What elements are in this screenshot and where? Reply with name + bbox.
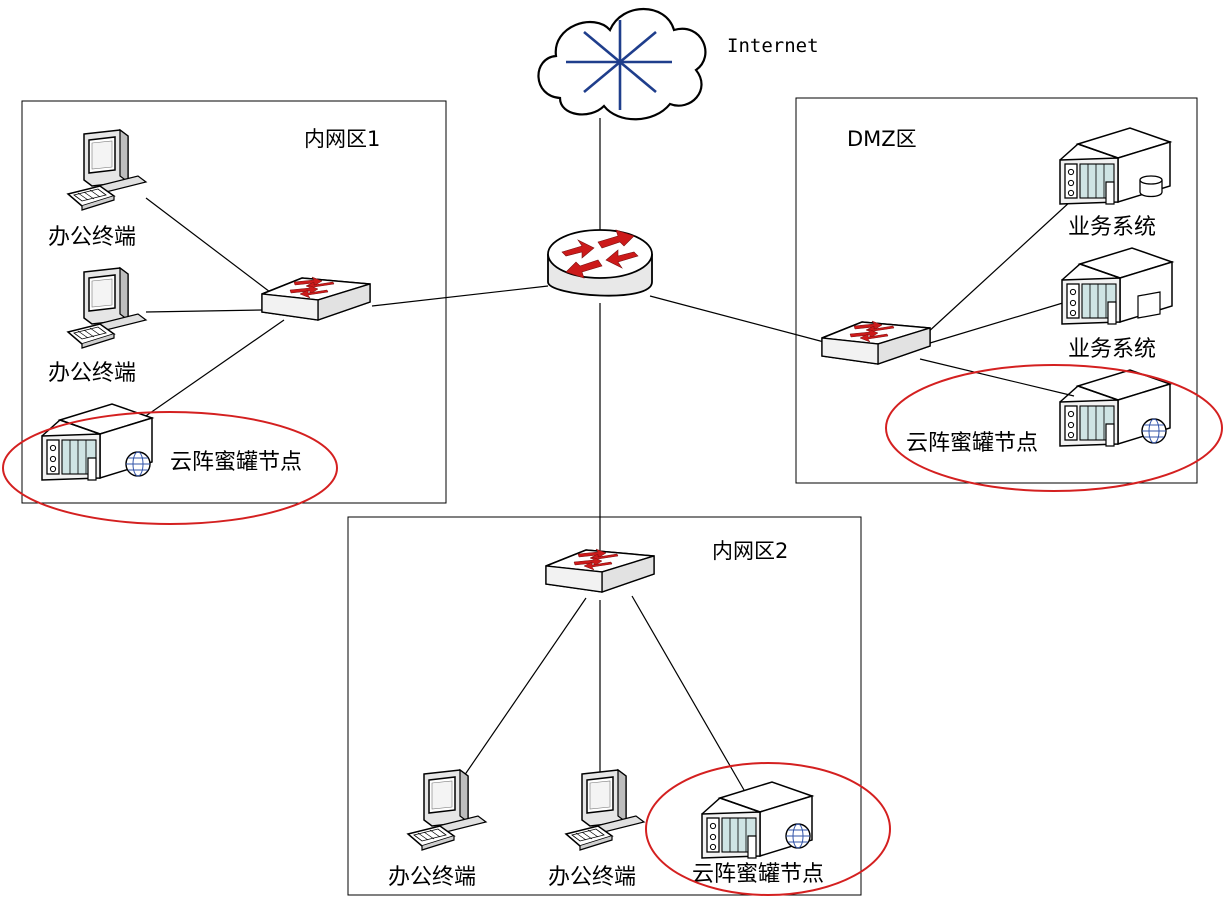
- intranet-zone-1-box: [21, 100, 447, 504]
- node-label-honeypot: 云阵蜜罐节点: [692, 862, 824, 887]
- node-label-office-terminal: 办公终端: [548, 865, 636, 890]
- zone-title-dmz: DMZ区: [847, 127, 917, 151]
- honeypot-highlight-ring: [645, 762, 891, 896]
- desktop-computer-icon: [67, 267, 147, 349]
- switch-icon: [821, 320, 931, 365]
- globe-icon: [1141, 418, 1167, 444]
- node-label-honeypot: 云阵蜜罐节点: [170, 450, 302, 475]
- node-label-office-terminal: 办公终端: [48, 361, 136, 386]
- honeypot-highlight-ring: [2, 411, 338, 525]
- zone-title-intranet-2: 内网区2: [712, 539, 788, 563]
- honeypot-highlight-ring: [885, 364, 1223, 492]
- node-label-business-system: 业务系统: [1068, 215, 1156, 240]
- node-label-office-terminal: 办公终端: [388, 865, 476, 890]
- switch-icon: [261, 276, 371, 321]
- switch-icon: [545, 548, 655, 593]
- globe-icon: [125, 451, 151, 477]
- database-icon: [1139, 175, 1163, 198]
- node-label-business-system: 业务系统: [1068, 337, 1156, 362]
- internet-label: Internet: [727, 35, 819, 57]
- zone-title-intranet-1: 内网区1: [304, 127, 380, 151]
- node-label-office-terminal: 办公终端: [48, 225, 136, 250]
- dmz-zone-box: [795, 97, 1198, 484]
- core-router: [547, 229, 653, 297]
- network-links: [139, 118, 1075, 791]
- desktop-computer-icon: [407, 769, 487, 851]
- desktop-computer-icon: [565, 769, 645, 851]
- cloud-star-icon: [566, 20, 672, 110]
- desktop-computer-icon: [67, 129, 147, 211]
- drive-bay-icon: [1137, 291, 1161, 319]
- intranet-zone-2-box: [347, 516, 862, 896]
- globe-icon: [785, 823, 811, 849]
- internet-cloud: Internet: [537, 8, 819, 121]
- node-label-honeypot: 云阵蜜罐节点: [906, 431, 1038, 456]
